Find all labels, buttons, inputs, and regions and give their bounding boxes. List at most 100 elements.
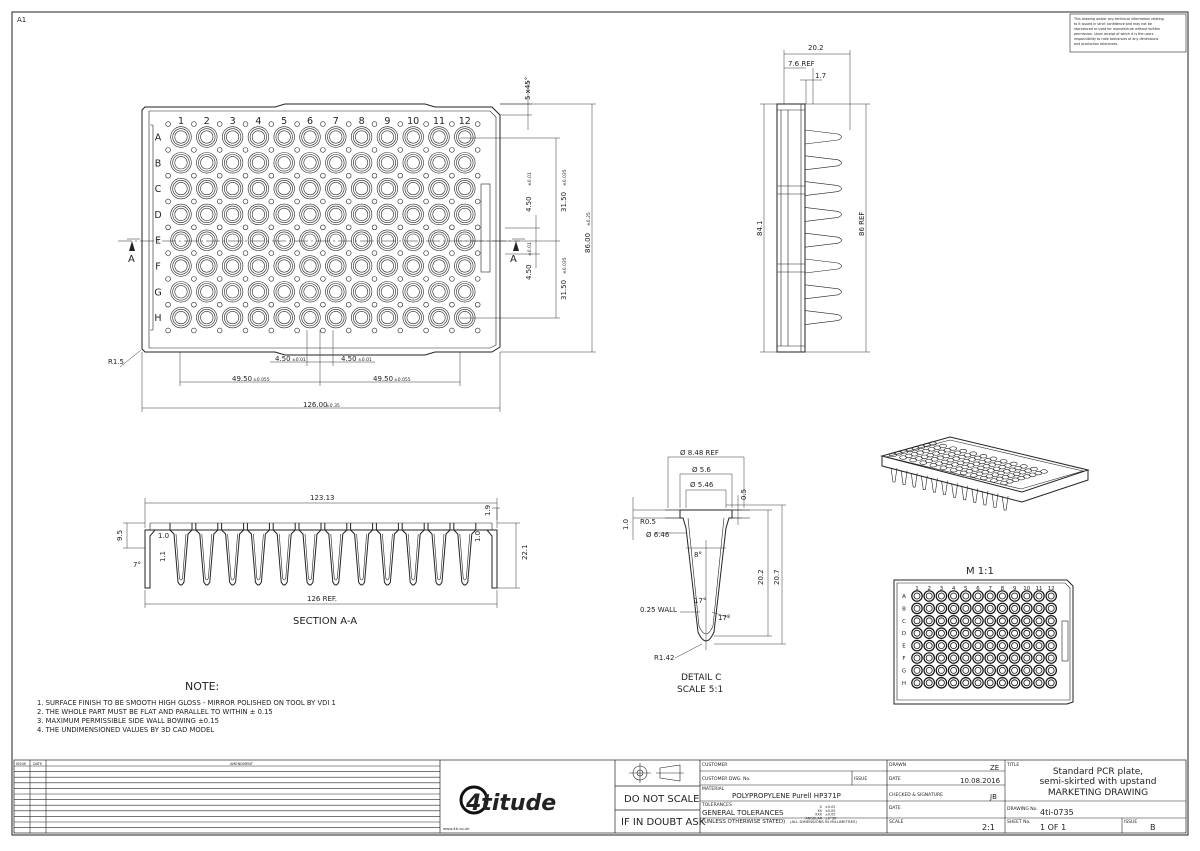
mini-well (1033, 614, 1045, 627)
tube-section (272, 523, 296, 586)
mini-well (911, 639, 923, 652)
well (299, 178, 321, 200)
mini-well (947, 639, 960, 652)
general-tolerances: GENERAL TOLERANCES (702, 809, 784, 817)
well (351, 229, 373, 251)
dim-row-span-2-tol: ±0.035 (562, 257, 568, 274)
plate-isometric-view (880, 436, 1090, 511)
well (170, 255, 192, 277)
small-hole (346, 224, 352, 231)
small-hole (242, 302, 249, 308)
dim-half-span-1: 49.50 (232, 375, 252, 383)
dim-chamfer: 5 x45° (524, 77, 532, 100)
disclaimer-line-5: responsibility to note tolerances of any… (1074, 37, 1159, 41)
small-hole (217, 327, 223, 334)
iso-tube (890, 467, 898, 483)
small-hole (397, 147, 403, 153)
side-dim-84-1: 84.1 (756, 220, 764, 236)
detail-dim-5-46: Ø 5.46 (690, 481, 714, 489)
mini-well (959, 676, 972, 689)
well (325, 307, 347, 329)
revision-table: ISSUE DATE AMENDMENT (14, 760, 441, 833)
scale-label: SCALE (889, 819, 904, 825)
mini-column-label: 11 (1036, 586, 1043, 592)
dim-half-span-1-tol: ±0.055 (253, 377, 270, 383)
well (247, 152, 269, 174)
dim-height: 86.00 (584, 233, 592, 253)
iso-well (1019, 464, 1028, 469)
small-hole (217, 224, 223, 231)
tol-value: ±0.02 (825, 805, 835, 809)
small-hole (165, 276, 171, 282)
drawing-no-label: DRAWING No. (1007, 806, 1038, 812)
well (351, 152, 373, 174)
mini-well (996, 652, 1009, 664)
small-hole (423, 198, 429, 205)
mini-well (935, 639, 948, 652)
well (325, 281, 347, 303)
well (351, 178, 373, 200)
iso-well (939, 443, 947, 449)
column-label: 6 (307, 116, 313, 127)
mini-well (935, 627, 948, 639)
mini-well (947, 664, 960, 677)
section-dim-1-9: 1.9 (484, 505, 492, 516)
well (325, 229, 347, 251)
small-hole (191, 198, 197, 205)
mini-well (1008, 652, 1021, 664)
mini-well (984, 652, 996, 664)
disclaimer-box: This drawing and/or any technical inform… (1069, 13, 1187, 53)
column-label: 3 (230, 116, 236, 127)
iso-tube (981, 490, 989, 506)
side-dim-20-2: 20.2 (808, 44, 824, 52)
mini-well (984, 676, 996, 689)
dim-width-tol: ±0.35 (326, 403, 340, 409)
well (428, 281, 450, 303)
small-hole (294, 250, 300, 256)
small-hole (242, 250, 249, 256)
well (402, 229, 424, 251)
tube-section (324, 523, 348, 586)
mini-well (1045, 652, 1057, 664)
small-hole (242, 276, 249, 282)
section-dim-126-ref: 126 REF. (307, 595, 337, 603)
iso-well (999, 459, 1008, 464)
small-hole (320, 224, 326, 231)
iso-well (969, 451, 978, 456)
mini-well (911, 664, 923, 677)
issue-label: ISSUE (854, 776, 867, 782)
mini-column-label: 10 (1023, 586, 1030, 592)
small-hole (371, 147, 378, 153)
tube-tip (804, 310, 842, 325)
well (325, 152, 347, 174)
drawing-no: 4ti-0735 (1040, 808, 1074, 817)
mini-well (1033, 590, 1045, 602)
well (402, 203, 424, 225)
well (196, 255, 218, 277)
side-dim-86-ref: 86 REF (858, 212, 866, 236)
small-hole (371, 302, 378, 308)
mini-well (935, 614, 948, 627)
detail-dim-r1-42: R1.42 (654, 654, 674, 662)
well (351, 203, 373, 225)
section-a-a-view: 123.13 126 REF. 9.5 1.0 1.0 1.1 7° 1.9 2… (116, 494, 529, 627)
well (299, 307, 321, 329)
tol-value: ±0.05 (825, 809, 835, 813)
small-hole (397, 327, 403, 334)
well (376, 152, 399, 174)
title-block: ISSUE DATE AMENDMENT 4titude www.4ti.co.… (13, 759, 1187, 834)
mini-well (959, 590, 972, 602)
mini-well (1021, 590, 1033, 602)
mini-well (911, 652, 923, 664)
small-hole (165, 327, 171, 334)
disclaimer-line-3: reproduced or used for manufacture witho… (1074, 27, 1160, 31)
mini-well (959, 602, 972, 615)
small-hole (191, 173, 197, 179)
tolerances-label: TOLERANCES (701, 802, 732, 808)
mini-row-label: E (902, 644, 906, 650)
iso-well (959, 449, 968, 454)
mini-well (1033, 652, 1045, 664)
tol-key: XXX (815, 813, 823, 817)
row-label: G (154, 287, 161, 298)
